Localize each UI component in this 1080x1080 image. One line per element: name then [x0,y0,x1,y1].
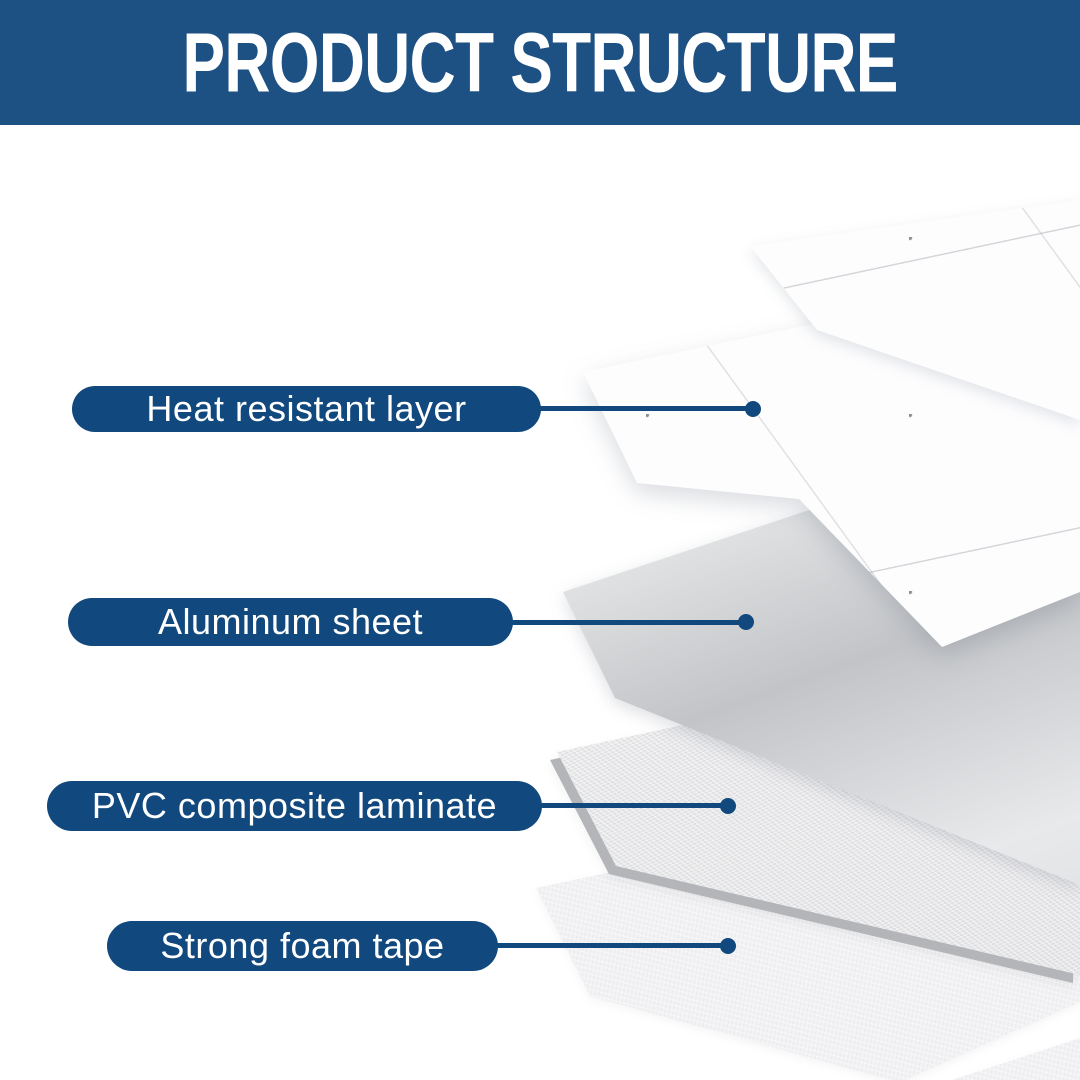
label-text: Heat resistant layer [146,388,467,429]
label-pill-pvc: PVC composite laminate [47,781,542,831]
leader-line [511,620,746,625]
leader-line [540,803,728,808]
label-pill-aluminum: Aluminum sheet [68,598,513,646]
label-text: Strong foam tape [160,925,445,966]
leader-dot [720,798,736,814]
label-text: Aluminum sheet [157,601,424,642]
page-title: PRODUCT STRUCTURE [182,14,898,110]
leader-dot [745,401,761,417]
label-text: PVC composite laminate [91,785,498,826]
leader-line [539,406,753,411]
label-pill-foam: Strong foam tape [107,921,498,971]
leader-dot [738,614,754,630]
leader-dot [720,938,736,954]
leader-line [496,943,728,948]
header-banner: PRODUCT STRUCTURE [0,0,1080,125]
label-pill-heat-resistant: Heat resistant layer [72,386,541,432]
